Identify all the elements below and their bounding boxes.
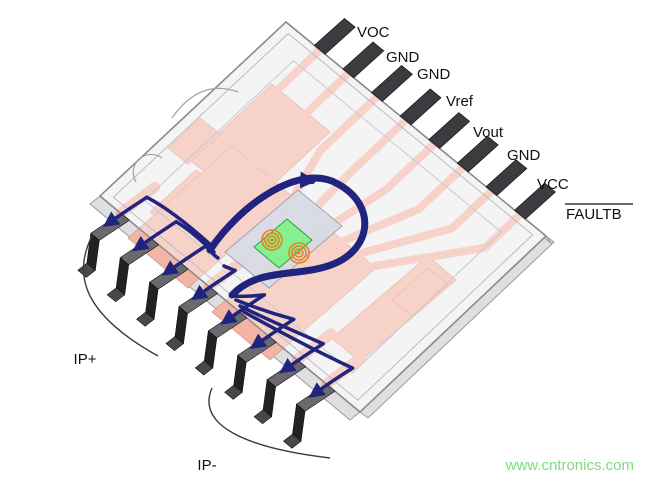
ip-plus-brace: [82, 235, 159, 357]
leadframe-trace: [318, 163, 467, 254]
current-loop-arrowhead: [296, 171, 318, 189]
current-branch-arrow: [234, 298, 296, 322]
leadframe-pad-tab: [167, 117, 221, 165]
pin-label-faultb: FAULTB: [566, 206, 622, 223]
signal-pins: [313, 17, 556, 220]
signal-pin-vout: [428, 112, 471, 149]
pin-label-vref: Vref: [446, 93, 474, 110]
pin-label-voc: VOC: [357, 24, 390, 41]
pin-current-arrow: [161, 244, 208, 276]
signal-pin-vcc: [485, 159, 528, 196]
ip-pin-8: [283, 383, 336, 449]
pin-current-arrow: [102, 195, 149, 228]
leadframe-trace: [248, 45, 324, 204]
pin-current-arrow: [249, 317, 296, 350]
signal-pin-gnd-2: [342, 41, 385, 79]
pin-current-arrow: [308, 366, 355, 398]
current-loop-arrow: [206, 174, 369, 299]
signal-pin-vref: [399, 88, 442, 126]
corner-arc: [132, 153, 163, 183]
current-branch-arrow: [242, 310, 355, 370]
signal-pin-faultb: [514, 182, 556, 220]
coil-icon: [261, 229, 283, 251]
pin-label-gnd-3: GND: [417, 66, 451, 83]
pin-label-gnd-6: GND: [507, 147, 541, 164]
coil-icon: [288, 242, 310, 264]
pin-labels: VOC GND GND Vref Vout GND VCC FAULTB: [357, 24, 633, 223]
signal-pin-gnd-6: [456, 135, 499, 173]
current-branch-arrow: [145, 195, 214, 248]
ip-minus-label: IP-: [197, 457, 216, 474]
pin-current-arrow: [220, 293, 267, 325]
signal-pin-voc: [313, 17, 356, 55]
pin-current-arrow: [132, 219, 178, 252]
sensor-die: [224, 189, 343, 289]
leadframe-trace: [262, 69, 353, 214]
pin-label-gnd-2: GND: [386, 49, 420, 66]
current-path: [102, 171, 369, 398]
ip-minus-brace: [208, 387, 331, 459]
leadframe-trace: [332, 187, 496, 264]
pin-current-arrow: [191, 268, 237, 301]
leadframe-pad-small: [391, 267, 449, 317]
corner-arc: [171, 87, 239, 119]
ip-plus-label: IP+: [74, 351, 97, 368]
signal-pin-gnd-3: [371, 65, 413, 102]
pin-current-arrow: [279, 341, 325, 374]
pin-label-vout: Vout: [473, 124, 504, 141]
pin-label-vcc: VCC: [537, 176, 569, 193]
die: [253, 218, 313, 269]
watermark: www.cntronics.com: [505, 457, 634, 474]
